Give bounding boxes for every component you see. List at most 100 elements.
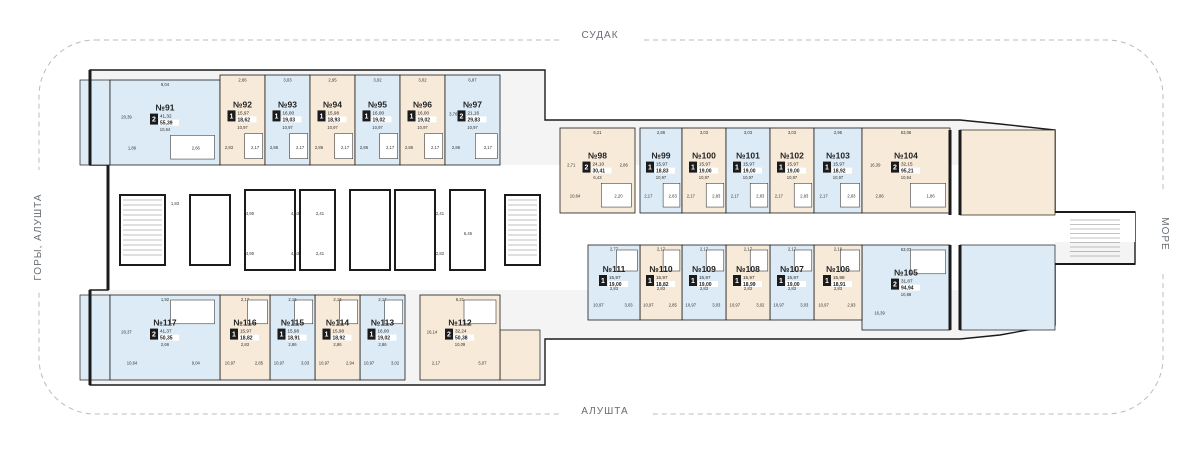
- dimension-label: 2,83: [669, 194, 678, 199]
- dimension-label: 10,88: [901, 292, 912, 297]
- core-dimension: 2,41: [316, 251, 325, 256]
- direction-top: СУДАК: [581, 30, 618, 41]
- total-area: 18,92: [333, 336, 346, 342]
- living-area: 15,98: [833, 275, 845, 280]
- apartment-number: №116: [233, 318, 256, 328]
- dimension-label: 2,86: [876, 194, 885, 199]
- total-area-box: [786, 281, 806, 287]
- rooms-count: 1: [691, 278, 695, 285]
- total-area-box: [900, 167, 920, 174]
- dimension-label: 2,17: [731, 194, 740, 199]
- dimension-label: 2,83: [700, 286, 709, 291]
- bathroom: [793, 249, 813, 272]
- apartment-number: №112: [448, 318, 471, 328]
- total-area-box: [331, 334, 352, 341]
- dimension-label: 6,43: [593, 175, 602, 180]
- dimension-label: 10,97: [787, 175, 798, 180]
- total-area-box: [786, 167, 806, 174]
- apartment-number: №97: [463, 99, 482, 109]
- total-area-box: [159, 334, 179, 341]
- bathroom: [289, 133, 308, 159]
- total-area-box: [236, 116, 257, 123]
- rooms-badge: [646, 275, 654, 286]
- bathroom: [749, 183, 769, 208]
- rooms-badge: [646, 161, 654, 173]
- living-area: 15,97: [787, 275, 799, 280]
- dimension-label: 2,17: [700, 246, 709, 251]
- dimension-label: 2,17: [432, 361, 441, 366]
- dimension-label: 2,83: [800, 194, 809, 199]
- dimension-label: 2,85: [669, 303, 678, 308]
- dimension-label: 10,97: [372, 125, 383, 130]
- corridor-east: [545, 212, 1135, 242]
- living-area: 15,97: [787, 162, 799, 167]
- total-area-box: [742, 167, 762, 174]
- dimension-label: 3,76: [449, 112, 458, 117]
- bathroom: [170, 299, 215, 325]
- apartment-number: №94: [323, 99, 342, 109]
- total-area: 19,02: [378, 336, 391, 342]
- dimension-label: 10,64: [127, 361, 138, 366]
- bathroom: [463, 299, 497, 325]
- dimension-label: 2,71: [567, 162, 576, 167]
- core-dimension: 2,41: [316, 211, 325, 216]
- total-area-box: [900, 284, 920, 291]
- total-area-box: [281, 116, 302, 123]
- apartment-number: №117: [153, 318, 176, 328]
- apartment-number: №115: [281, 318, 304, 328]
- total-area: 55,39: [160, 121, 173, 127]
- rooms-badge: [457, 110, 466, 122]
- rooms-badge: [777, 161, 785, 173]
- living-area: 15,97: [743, 162, 755, 167]
- apartment-extension: [959, 244, 1056, 331]
- dimension-label: 16,14: [427, 329, 438, 334]
- dimension-label: 10,97: [417, 125, 428, 130]
- living-area: 21,16: [468, 110, 480, 115]
- dimension-label: 2,95: [834, 130, 843, 135]
- apartment-number: №114: [326, 318, 349, 328]
- core-room: [394, 189, 436, 271]
- total-area: 18,93: [328, 117, 341, 123]
- core-dimension: 4,90: [246, 211, 255, 216]
- bathroom: [339, 299, 358, 325]
- core-dimension: 2,82: [436, 251, 445, 256]
- dimension-label: 2,83: [610, 286, 619, 291]
- rooms-badge: [227, 110, 236, 122]
- rooms-badge: [272, 110, 281, 122]
- living-area: 16,00: [418, 110, 430, 115]
- rooms-badge: [230, 328, 238, 340]
- total-area: 29,83: [468, 117, 481, 123]
- total-area-box: [159, 119, 179, 126]
- apartment-number: №92: [233, 99, 252, 109]
- living-area: 31,87: [901, 279, 913, 284]
- dimension-label: 2,17: [775, 194, 784, 199]
- dimension-label: 2,17: [820, 194, 829, 199]
